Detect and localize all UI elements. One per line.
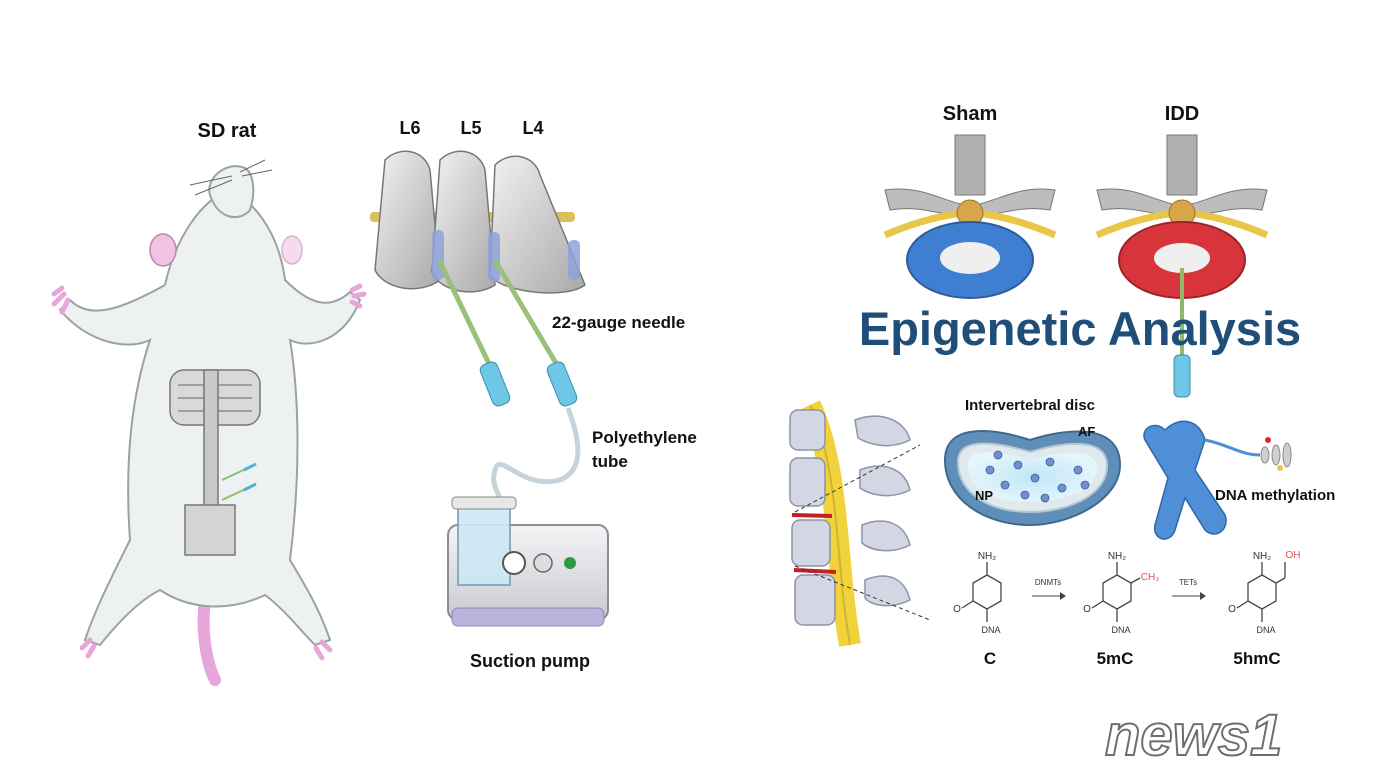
idd-vertebra	[1095, 134, 1269, 398]
suction-pump	[447, 496, 609, 627]
5hmc-nh2: NH₂	[1253, 551, 1271, 562]
news1-watermark: news1	[1104, 702, 1283, 769]
vertebra-label-l5: L5	[460, 118, 481, 138]
vertebra-label-l6: L6	[399, 118, 420, 138]
rat-skeleton	[169, 369, 261, 556]
5hmc-dna: DNA	[1256, 625, 1275, 635]
molecule-c: C	[984, 649, 996, 668]
disc-title: Intervertebral disc	[965, 397, 1095, 414]
tets-arrow-head	[1200, 592, 1206, 600]
tube-label-line2: tube	[592, 452, 628, 471]
tets-label: TETs	[1179, 578, 1197, 587]
c-o: O	[953, 604, 961, 615]
5mc-o: O	[1083, 604, 1091, 615]
5mc-structure	[1091, 562, 1141, 622]
5mc-nh2: NH₂	[1108, 551, 1126, 562]
5hmc-o: O	[1228, 604, 1236, 615]
pump-label: Suction pump	[470, 651, 590, 671]
dnmts-arrow-head	[1060, 592, 1066, 600]
5mc-ch3: CH₃	[1141, 572, 1160, 583]
methylation-label: DNA methylation	[1215, 487, 1335, 504]
headline: Epigenetic Analysis	[859, 302, 1301, 355]
np-label: NP	[975, 488, 993, 503]
watermark-text: news1	[1105, 703, 1282, 768]
lumbar-vertebrae	[370, 150, 586, 294]
cytosine-structure	[961, 562, 1002, 622]
vertebra-labels: L6 L5 L4	[399, 118, 543, 138]
needles	[437, 259, 578, 407]
idd-label: IDD	[1165, 103, 1199, 125]
polyethylene-tube	[491, 407, 581, 511]
chromosome-illustration	[1143, 420, 1292, 540]
dnmts-label: DNMTs	[1035, 578, 1061, 587]
c-nh2: NH₂	[978, 551, 996, 562]
sham-label: Sham	[943, 103, 997, 125]
vertebra-label-l4: L4	[522, 118, 543, 138]
rat-title: SD rat	[198, 120, 257, 142]
tube-label-line1: Polyethylene	[592, 428, 697, 447]
5mc-dna: DNA	[1111, 625, 1130, 635]
spine-side-view	[789, 400, 931, 647]
molecule-5mc: 5mC	[1097, 649, 1134, 668]
rat-illustration	[51, 159, 367, 686]
molecule-5hmc: 5hmC	[1233, 649, 1280, 668]
c-dna: DNA	[981, 625, 1000, 635]
disc-cross-section	[943, 430, 1122, 527]
sham-vertebra	[883, 134, 1057, 299]
5hmc-structure	[1236, 562, 1286, 622]
af-label: AF	[1078, 424, 1095, 439]
5hmc-oh: OH	[1286, 550, 1301, 561]
needle-label: 22-gauge needle	[552, 313, 685, 332]
